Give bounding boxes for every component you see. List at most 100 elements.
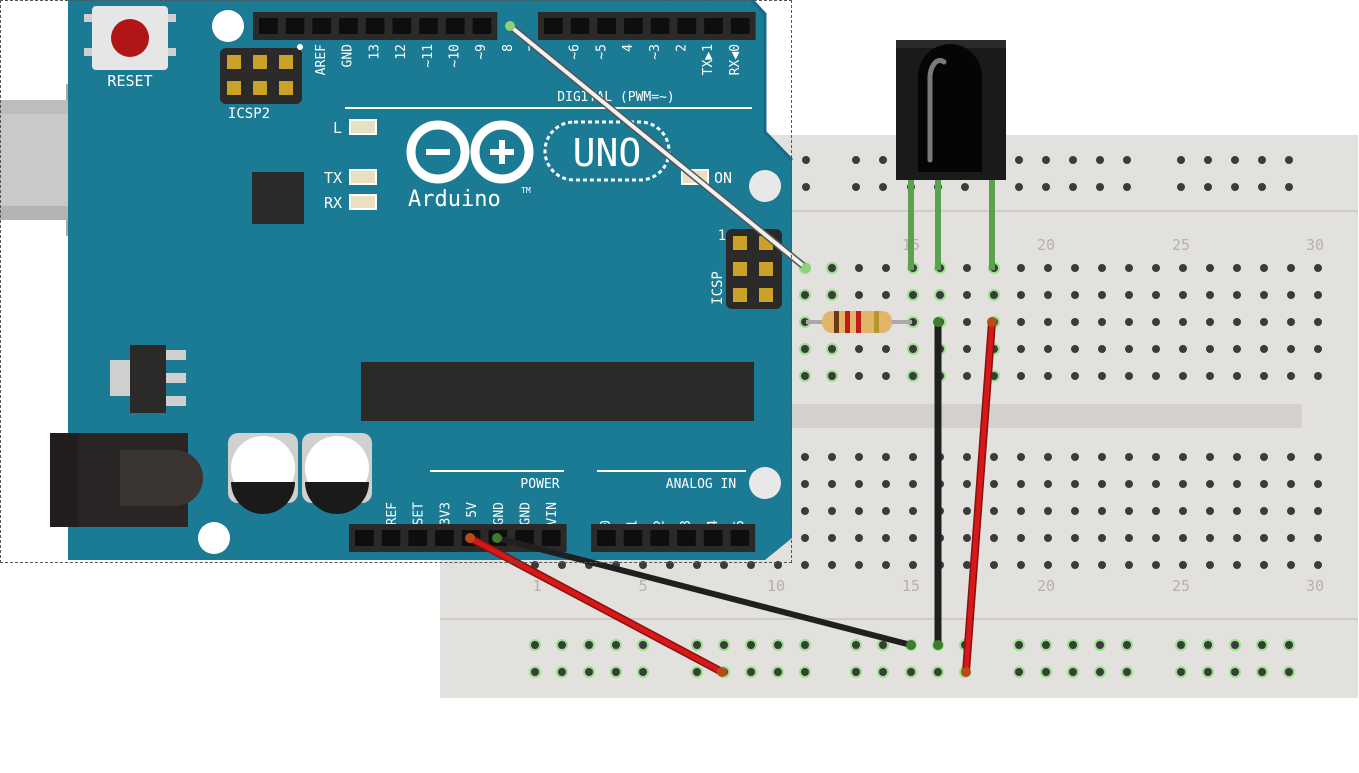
breadboard-hole [1258, 183, 1266, 191]
breadboard-hole [879, 156, 887, 164]
breadboard-hole [1179, 345, 1187, 353]
breadboard-hole [801, 561, 809, 569]
breadboard-hole [963, 507, 971, 515]
digital-header [253, 12, 756, 40]
breadboard-hole [1096, 183, 1104, 191]
header-socket[interactable] [597, 18, 617, 34]
header-socket[interactable] [624, 18, 643, 34]
jack-barrel [120, 450, 203, 506]
sensor-body-top [896, 40, 1006, 48]
breadboard-hole [1231, 641, 1239, 649]
header-socket[interactable] [435, 530, 454, 546]
breadboard-hole [909, 372, 917, 380]
header-socket[interactable] [703, 530, 723, 546]
header-socket[interactable] [365, 18, 385, 34]
breadboard-hole [882, 345, 890, 353]
header-socket[interactable] [650, 18, 670, 34]
ir-receiver-sensor [896, 40, 1006, 270]
breadboard-hole [1071, 318, 1079, 326]
breadboard-hole [1179, 561, 1187, 569]
breadboard-hole [1206, 345, 1214, 353]
breadboard-hole [1204, 668, 1212, 676]
breadboard-hole [1206, 318, 1214, 326]
breadboard-hole [1125, 264, 1133, 272]
logo-plus-icon-v [499, 140, 505, 164]
breadboard-hole [1285, 641, 1293, 649]
header-socket[interactable] [259, 18, 278, 34]
reset-button[interactable] [84, 6, 176, 70]
breadboard-hole [882, 372, 890, 380]
breadboard-hole [990, 453, 998, 461]
header-socket[interactable] [677, 530, 696, 546]
header-socket[interactable] [677, 18, 697, 34]
breadboard-hole [801, 345, 809, 353]
header-socket[interactable] [419, 18, 438, 34]
breadboard-hole [1152, 534, 1160, 542]
power-wire-vertical [963, 319, 995, 675]
breadboard-hole [855, 345, 863, 353]
breadboard-hole [1285, 156, 1293, 164]
header-socket[interactable] [408, 530, 428, 546]
pin-label: ~6 [568, 44, 583, 60]
breadboard-hole [1015, 641, 1023, 649]
reset-button-cap[interactable] [111, 19, 149, 57]
breadboard-hole [1314, 507, 1322, 515]
header-socket[interactable] [355, 530, 374, 546]
pin-label: GND [519, 502, 534, 526]
breadboard-hole [1179, 507, 1187, 515]
header-socket[interactable] [597, 530, 616, 546]
breadboard-hole [1233, 291, 1241, 299]
breadboard-hole [855, 534, 863, 542]
header-socket[interactable] [445, 18, 465, 34]
brand-name: Arduino [408, 187, 501, 212]
breadboard-hole [1152, 480, 1160, 488]
header-socket[interactable] [392, 18, 412, 34]
breadboard-hole [1042, 668, 1050, 676]
breadboard-hole [639, 641, 647, 649]
header-socket[interactable] [544, 18, 563, 34]
pin-label: AREF [314, 44, 329, 75]
header-socket[interactable] [339, 18, 358, 34]
reset-button-leg [168, 14, 176, 22]
mounting-hole [749, 170, 781, 202]
header-socket[interactable] [730, 18, 750, 34]
header-socket[interactable] [381, 530, 401, 546]
icsp2-pin [227, 81, 241, 95]
pin1-marker [297, 44, 303, 50]
breadboard-hole [558, 561, 566, 569]
breadboard-hole [1125, 507, 1133, 515]
header-socket[interactable] [623, 530, 643, 546]
header-socket[interactable] [650, 530, 670, 546]
header-socket[interactable] [704, 18, 723, 34]
breadboard-hole [963, 480, 971, 488]
logo-left-loop [406, 120, 470, 184]
breadboard-hole [747, 641, 755, 649]
header-socket[interactable] [472, 18, 492, 34]
regulator-body [130, 345, 166, 413]
breadboard-hole [1098, 561, 1106, 569]
breadboard-hole [1017, 561, 1025, 569]
breadboard-hole [990, 480, 998, 488]
breadboard-hole [1233, 534, 1241, 542]
header-socket[interactable] [312, 18, 332, 34]
pin-label: ~5 [594, 44, 609, 60]
breadboard-hole [855, 291, 863, 299]
pin-label: 13 [367, 44, 382, 60]
breadboard-hole [774, 641, 782, 649]
header-socket[interactable] [570, 18, 590, 34]
icsp2-header [220, 44, 303, 104]
breadboard-hole [1287, 264, 1295, 272]
breadboard-hole [855, 453, 863, 461]
header-socket[interactable] [285, 18, 305, 34]
breadboard-hole [879, 668, 887, 676]
breadboard-hole [990, 534, 998, 542]
header-socket[interactable] [541, 530, 561, 546]
breadboard-hole [963, 453, 971, 461]
breadboard-hole [1017, 291, 1025, 299]
header-socket[interactable] [730, 530, 750, 546]
breadboard-hole [1287, 534, 1295, 542]
breadboard-hole [1044, 372, 1052, 380]
breadboard-hole [828, 534, 836, 542]
model-name: UNO [573, 131, 642, 175]
sensor-leg [935, 178, 941, 270]
